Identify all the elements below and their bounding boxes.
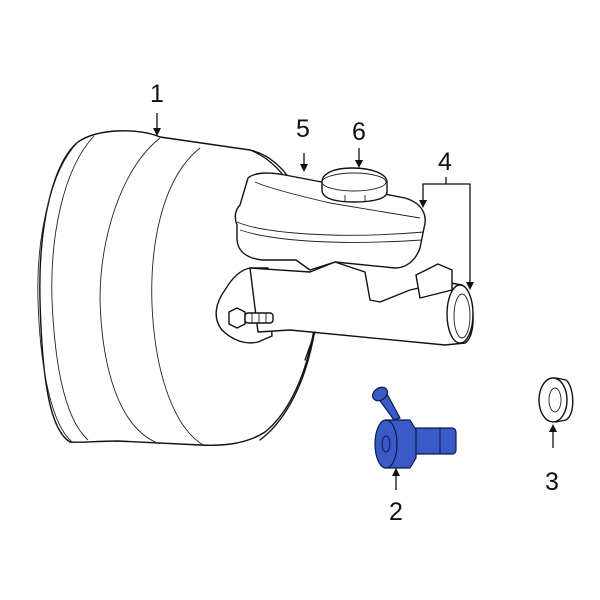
callout-1: 1 <box>150 80 164 136</box>
master-cylinder[interactable] <box>215 261 474 361</box>
callout-5: 5 <box>296 115 310 172</box>
reservoir-cap[interactable] <box>321 167 388 203</box>
callout-6: 6 <box>352 118 366 168</box>
grommet[interactable] <box>538 377 574 423</box>
svg-text:3: 3 <box>545 468 559 496</box>
svg-text:5: 5 <box>296 115 310 143</box>
svg-text:1: 1 <box>150 80 164 108</box>
svg-text:6: 6 <box>352 118 366 146</box>
svg-text:2: 2 <box>389 498 403 526</box>
highlighted-fitting[interactable] <box>370 384 457 469</box>
svg-text:4: 4 <box>438 148 452 176</box>
callout-4: 4 <box>419 148 474 290</box>
callout-3: 3 <box>545 424 559 496</box>
callout-2: 2 <box>389 468 403 526</box>
